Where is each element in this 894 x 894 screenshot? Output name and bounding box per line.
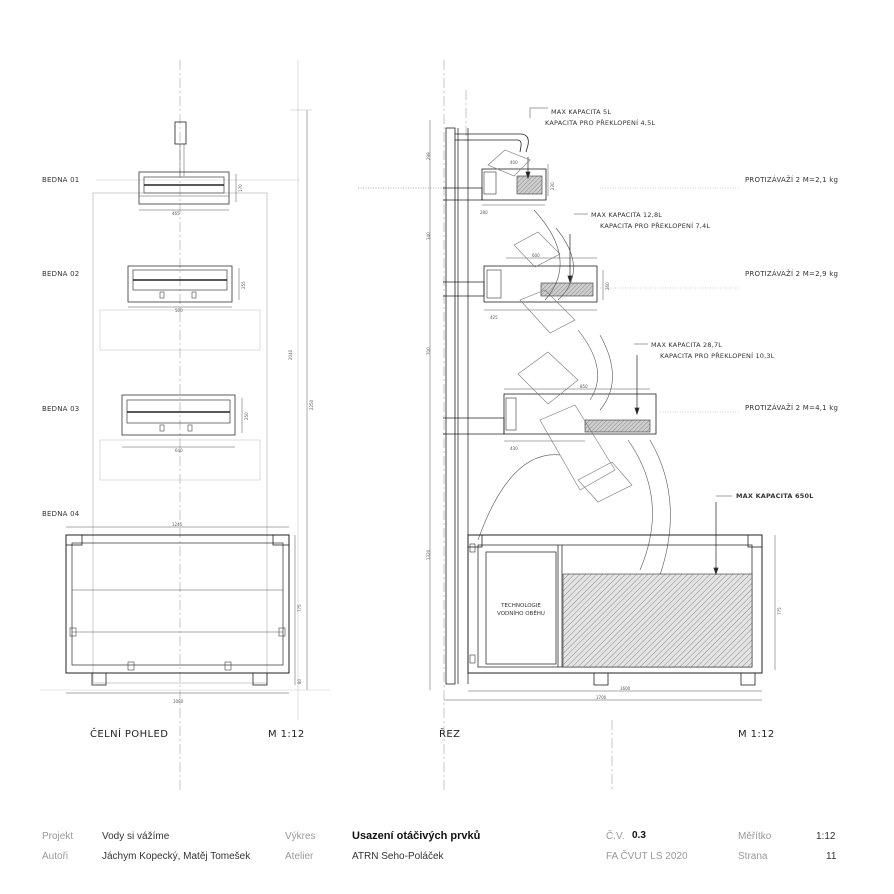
label-protizavazi-3: PROTIZÁVAŽÍ 2 M=4,1 kg (745, 404, 839, 412)
view-title-front: ČELNÍ POHLED (90, 729, 169, 740)
tb-strana-key: Strana (738, 851, 768, 862)
dim-775: 775 (297, 604, 302, 612)
dim-640: 640 (175, 448, 183, 453)
dim-775-section: 775 (777, 607, 782, 615)
dim-2250: 2250 (309, 399, 314, 410)
tb-atelier-val: ATRN Seho-Poláček (352, 851, 444, 862)
tb-autori-val: Jáchym Kopecký, Matěj Tomešek (102, 851, 251, 862)
tb-autori-key: Autoři (42, 851, 69, 862)
tb-meritko-key: Měřítko (738, 831, 772, 842)
dim-255: 255 (241, 281, 246, 289)
view-scale-front: M 1:12 (268, 729, 305, 740)
dim-500: 500 (175, 308, 183, 313)
dim-2040: 2040 (288, 349, 293, 360)
tb-meritko-val: 1:12 (816, 831, 836, 842)
tb-strana-val: 11 (826, 851, 837, 862)
label-max-kapacita-1: MAX KAPACITA 5L (551, 108, 612, 116)
tb-vykres-val: Usazení otáčivých prvků (352, 830, 481, 842)
tb-projekt-key: Projekt (42, 831, 74, 842)
dim-280: 280 (480, 210, 488, 215)
dim-170: 170 (238, 184, 243, 192)
label-max-kapacita-3: MAX KAPACITA 28,7L (651, 341, 723, 349)
tb-atelier-key: Atelier (285, 851, 314, 862)
label-preklopeni-1: KAPACITA PRO PŘEKLOPENÍ 4,5L (545, 119, 656, 127)
dim-260: 260 (605, 282, 610, 290)
front-view (65, 60, 312, 790)
section-view (358, 60, 776, 790)
label-max-kapacita-2: MAX KAPACITA 12,8L (591, 211, 663, 219)
tb-fa-val: FA ČVUT LS 2020 (606, 851, 688, 862)
dim-1245: 1245 (172, 522, 183, 527)
dim-400: 400 (510, 160, 518, 165)
tb-cv-val: 0.3 (632, 830, 646, 841)
dim-1600: 1600 (620, 686, 631, 691)
label-protizavazi-1: PROTIZÁVAŽÍ 2 M=2,1 kg (745, 176, 839, 184)
dim-700: 700 (426, 347, 431, 355)
tb-projekt-val: Vody si vážíme (102, 831, 170, 842)
dim-250: 250 (244, 412, 249, 420)
label-max-kapacita-4: MAX KAPACITA 650L (736, 492, 814, 500)
tb-vykres-key: Výkres (285, 831, 316, 842)
view-title-section: ŘEZ (439, 729, 461, 740)
label-preklopeni-3: KAPACITA PRO PŘEKLOPENÍ 10,3L (660, 352, 775, 360)
label-bedna-01: BEDNA 01 (42, 176, 80, 184)
dim-1700: 1700 (596, 695, 607, 700)
dim-1320: 1320 (426, 549, 431, 560)
label-bedna-03: BEDNA 03 (42, 405, 80, 413)
tb-cv-key: Č.V. (606, 831, 625, 842)
label-bedna-04: BEDNA 04 (42, 510, 80, 518)
view-scale-section: M 1:12 (738, 729, 775, 740)
dim-80: 80 (297, 678, 302, 684)
dim-340: 340 (426, 232, 431, 240)
technology-line-2: VODNÍHO OBĚHU (497, 611, 545, 617)
label-preklopeni-2: KAPACITA PRO PŘEKLOPENÍ 7,4L (600, 222, 711, 230)
label-bedna-02: BEDNA 02 (42, 270, 80, 278)
dim-299: 299 (426, 152, 431, 160)
dim-600: 600 (532, 253, 540, 258)
technology-line-1: TECHNOLOGIE (501, 603, 541, 609)
dim-850: 850 (580, 384, 588, 389)
dim-425: 425 (490, 315, 498, 320)
dim-465: 465 (172, 211, 180, 216)
technology-label: TECHNOLOGIE VODNÍHO OBĚHU (487, 602, 555, 618)
dim-430: 430 (510, 446, 518, 451)
dim-230: 230 (550, 182, 555, 190)
label-protizavazi-2: PROTIZÁVAŽÍ 2 M=2,9 kg (745, 270, 839, 278)
dim-1080: 1080 (173, 699, 184, 704)
